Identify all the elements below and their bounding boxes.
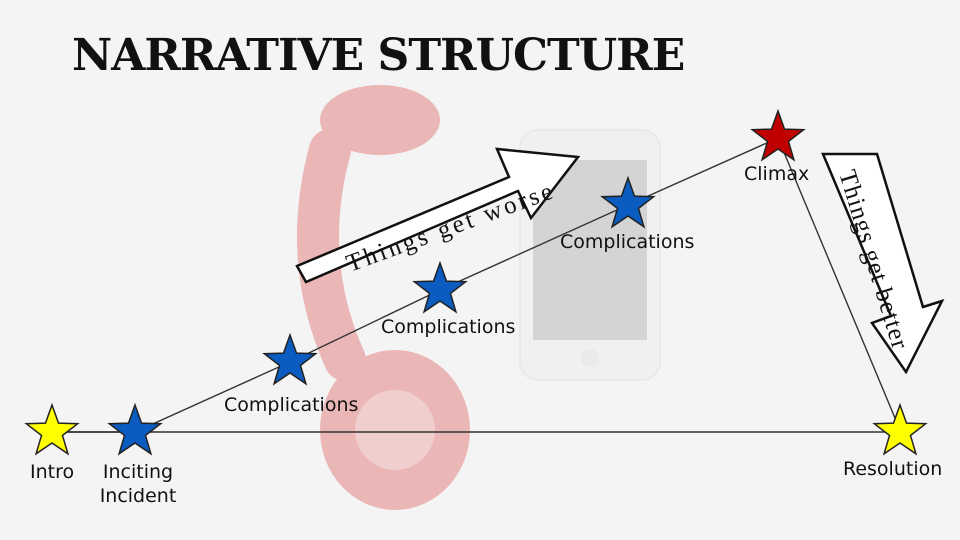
label-inciting-incident: Inciting Incident <box>86 461 190 509</box>
label-complications-3: Complications <box>560 231 695 253</box>
star-markers <box>24 108 928 456</box>
inciting-incident-star <box>107 402 163 456</box>
label-inciting-line1: Inciting <box>102 461 174 483</box>
background-image <box>297 85 661 510</box>
complications-3-star <box>600 175 656 229</box>
label-climax: Climax <box>744 163 810 185</box>
label-resolution: Resolution <box>843 458 943 480</box>
label-intro: Intro <box>30 461 75 483</box>
page-title: NARRATIVE STRUCTURE <box>72 30 685 81</box>
label-inciting-line2: Incident <box>99 484 177 507</box>
intro-star <box>24 402 80 456</box>
complications-1-star <box>262 332 318 386</box>
climax-star <box>750 108 806 162</box>
resolution-star <box>872 402 928 456</box>
label-complications-1: Complications <box>224 394 359 416</box>
falling-arrow <box>821 152 945 375</box>
rising-arrow <box>295 147 581 284</box>
complications-2-star <box>412 260 468 314</box>
label-complications-2: Complications <box>381 316 516 338</box>
